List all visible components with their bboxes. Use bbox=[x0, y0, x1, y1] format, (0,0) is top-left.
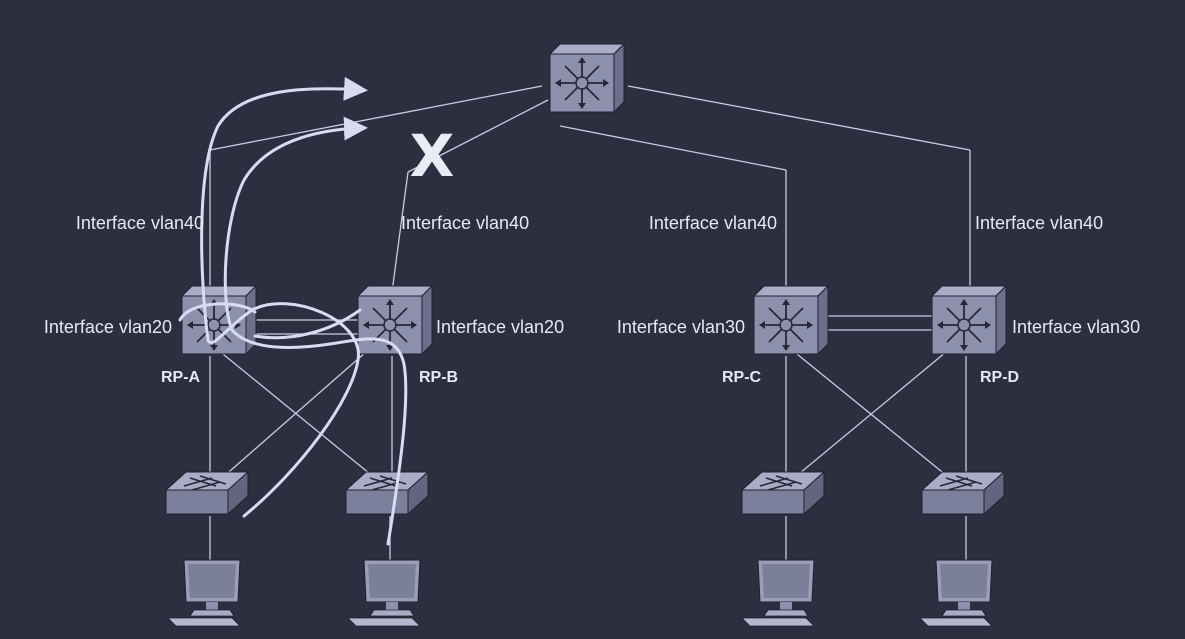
rp-c-switch-icon bbox=[753, 285, 829, 355]
access-switch-a-icon bbox=[165, 471, 249, 515]
core-switch-icon bbox=[549, 43, 625, 113]
rp-a-vlan20-label: Interface vlan20 bbox=[44, 317, 172, 337]
access-switch-c-icon bbox=[741, 471, 825, 515]
rp-a-label: RP-A bbox=[161, 369, 201, 386]
links bbox=[209, 85, 971, 566]
workstation-b-icon bbox=[347, 559, 421, 627]
traffic-flows bbox=[178, 76, 408, 546]
flow-loop-2 bbox=[253, 308, 362, 340]
access-switch-b-icon bbox=[345, 471, 429, 515]
rp-b-vlan20-label: Interface vlan20 bbox=[436, 317, 564, 337]
workstation-a-icon bbox=[167, 559, 241, 627]
access-switch-d-icon bbox=[921, 471, 1005, 515]
rp-d-vlan30-label: Interface vlan30 bbox=[1012, 317, 1140, 337]
flow-loop-1 bbox=[178, 302, 257, 322]
rp-b-label: RP-B bbox=[419, 369, 458, 386]
rp-c-vlan30-label: Interface vlan30 bbox=[617, 317, 745, 337]
rp-a-vlan40-label: Interface vlan40 bbox=[76, 213, 204, 233]
rp-b-vlan40-label: Interface vlan40 bbox=[401, 213, 529, 233]
workstation-c-icon bbox=[741, 559, 815, 627]
rp-d-label: RP-D bbox=[980, 369, 1019, 386]
workstation-d-icon bbox=[919, 559, 993, 627]
link-failure-mark: X bbox=[410, 122, 455, 190]
flow-arrow-2 bbox=[223, 116, 408, 546]
rp-d-switch-icon bbox=[931, 285, 1007, 355]
rp-b-switch-icon bbox=[357, 285, 433, 355]
rp-a-switch-icon bbox=[181, 285, 257, 355]
rp-c-vlan40-label: Interface vlan40 bbox=[649, 213, 777, 233]
rp-c-label: RP-C bbox=[722, 369, 762, 386]
rp-d-vlan40-label: Interface vlan40 bbox=[975, 213, 1103, 233]
flow-arrow-1 bbox=[200, 76, 368, 518]
